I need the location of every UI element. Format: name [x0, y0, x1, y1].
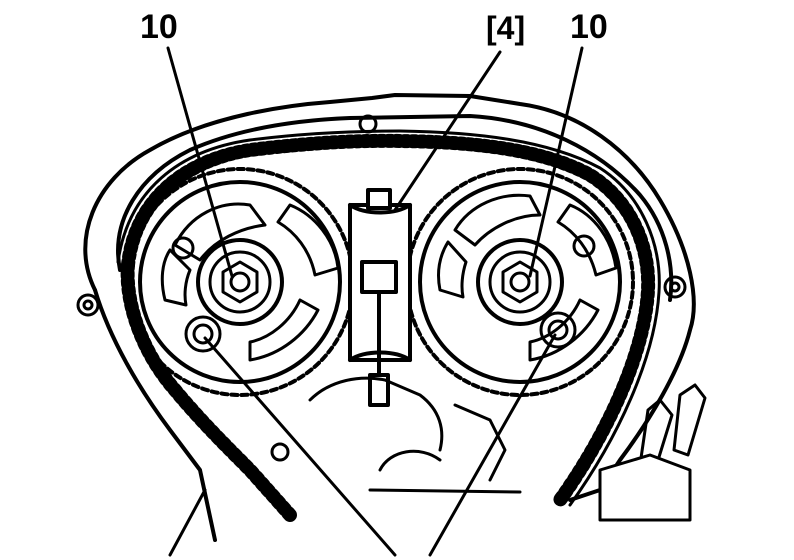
callout-leaders: [166, 46, 584, 557]
callout-bolt-left: 10: [140, 8, 178, 46]
right-camshaft-sprocket: [405, 167, 635, 397]
callout-bolt-right: 10: [570, 8, 608, 46]
engine-casing: [83, 93, 696, 542]
engine-block-lower: [308, 376, 522, 494]
sprocket-holding-tool: [348, 188, 412, 407]
cylinder-head-studs: [598, 383, 707, 522]
callout-tool: [4]: [486, 10, 526, 46]
left-camshaft-sprocket: [125, 167, 355, 397]
